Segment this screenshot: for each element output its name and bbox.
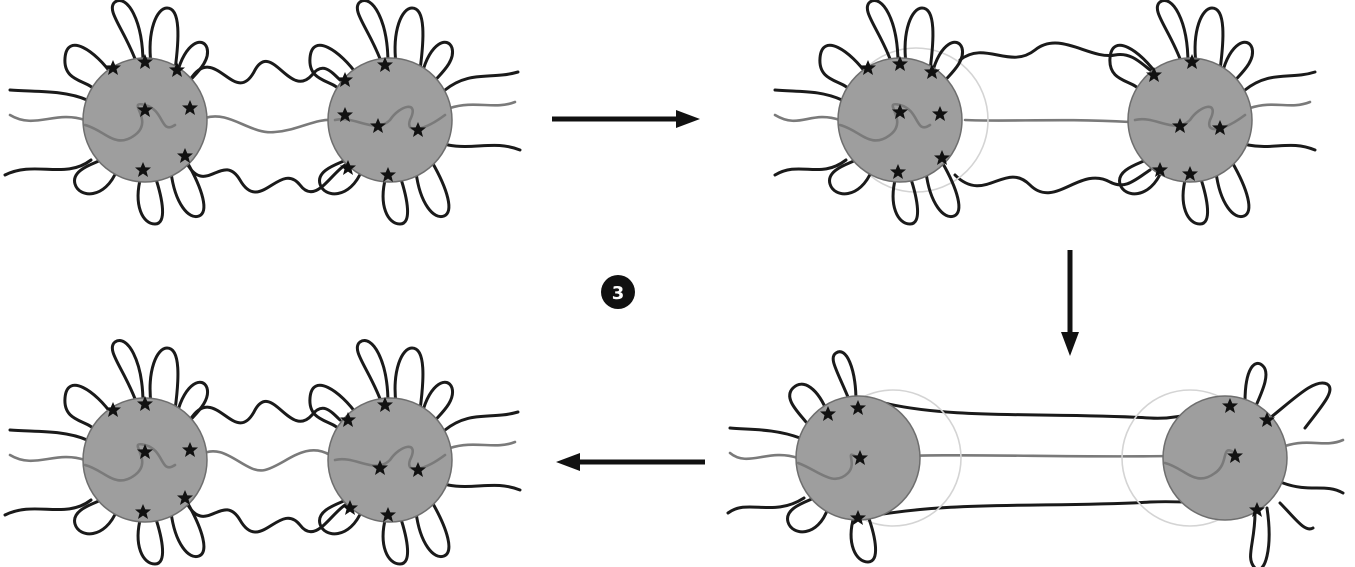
arrow-left (556, 453, 705, 471)
bridge-chain-middle (965, 120, 1130, 122)
panel-1 (5, 1, 520, 224)
micelle-core-left (5, 1, 208, 224)
bridge-chain-middle (205, 116, 335, 132)
arrow-right (552, 110, 700, 128)
micelle-core-right (310, 341, 520, 564)
bridge-chain-top (960, 43, 1150, 70)
arrow-down (1061, 250, 1079, 356)
micelle-core-left (5, 341, 208, 564)
micelle-core-right (1122, 363, 1343, 567)
panel-4 (5, 341, 520, 564)
bridge-chain-top (190, 401, 340, 422)
step-marker-text: 3 (612, 283, 625, 304)
panel-2 (775, 1, 1315, 224)
panel-3 (728, 352, 1343, 567)
bridge-chain-middle (200, 450, 330, 470)
micelle-core-left (728, 352, 961, 562)
micelle-core-right (310, 1, 520, 224)
bridge-chain-top (880, 402, 1228, 418)
micelle-core-right (1110, 1, 1315, 224)
bridge-chain-top (190, 61, 340, 82)
micelle-core-left (775, 1, 988, 224)
step-marker-badge: 3 (601, 275, 635, 309)
